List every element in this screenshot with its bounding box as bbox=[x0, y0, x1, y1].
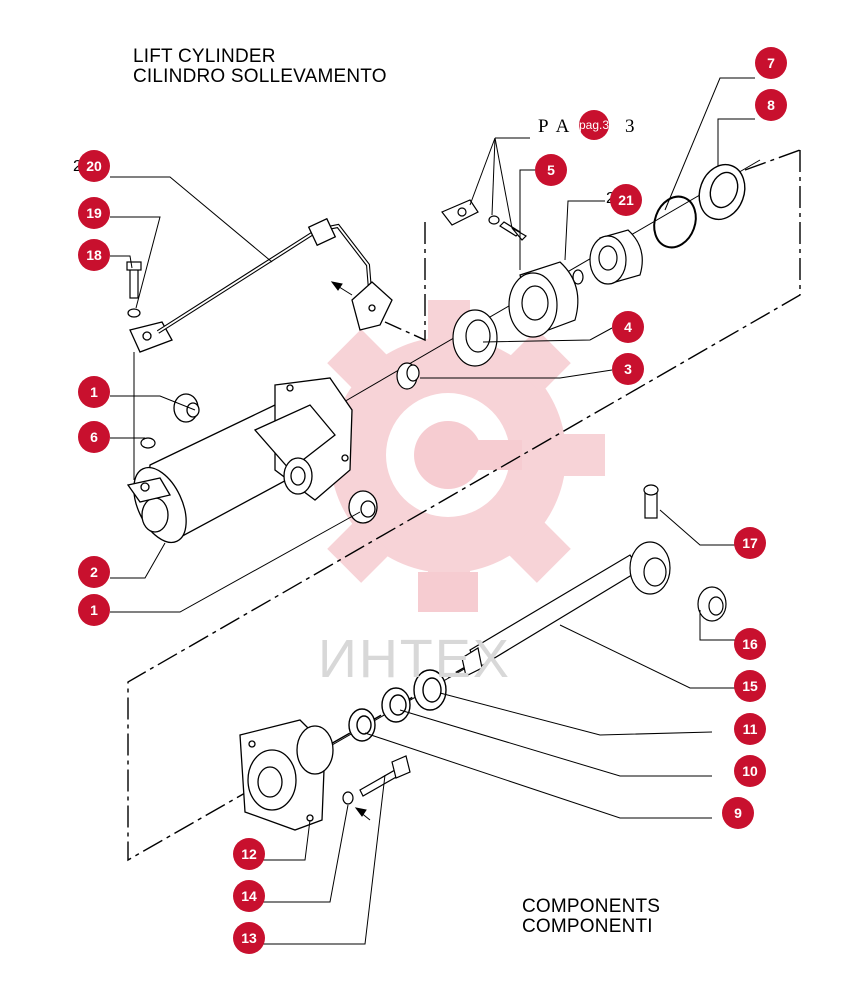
callout-6[interactable]: 6 bbox=[78, 421, 110, 453]
callout-20-prefix: 2 bbox=[73, 158, 82, 176]
callout-11[interactable]: 11 bbox=[734, 713, 766, 745]
callout-18[interactable]: 18 bbox=[78, 239, 110, 271]
footer-title: COMPONENTS COMPONENTI bbox=[522, 897, 660, 937]
page-title: LIFT CYLINDER CILINDRO SOLLEVAMENTO bbox=[133, 47, 387, 87]
callout-8[interactable]: 8 bbox=[755, 89, 787, 121]
callout-3[interactable]: 3 bbox=[612, 353, 644, 385]
callout-1-upper[interactable]: 1 bbox=[78, 376, 110, 408]
callout-1-lower[interactable]: 1 bbox=[78, 594, 110, 626]
title-line-1: LIFT CYLINDER bbox=[133, 46, 276, 67]
page-ref-badge[interactable]: pag.3 bbox=[579, 110, 609, 140]
callout-15[interactable]: 15 bbox=[734, 670, 766, 702]
callout-16[interactable]: 16 bbox=[734, 628, 766, 660]
page-ref-prefix: P A bbox=[538, 116, 572, 137]
callout-10[interactable]: 10 bbox=[734, 755, 766, 787]
callout-5[interactable]: 5 bbox=[535, 154, 567, 186]
footer-line-2: COMPONENTI bbox=[522, 916, 653, 937]
footer-line-1: COMPONENTS bbox=[522, 896, 661, 917]
callout-20[interactable]: 20 bbox=[78, 150, 110, 182]
callout-12[interactable]: 12 bbox=[233, 838, 265, 870]
watermark-text: ИНТЕХ bbox=[318, 629, 511, 689]
callout-13[interactable]: 13 bbox=[233, 922, 265, 954]
callout-21[interactable]: 21 bbox=[610, 184, 642, 216]
callout-9[interactable]: 9 bbox=[722, 797, 754, 829]
callout-19[interactable]: 19 bbox=[78, 197, 110, 229]
callout-14[interactable]: 14 bbox=[233, 880, 265, 912]
callout-17[interactable]: 17 bbox=[734, 527, 766, 559]
callout-7[interactable]: 7 bbox=[755, 47, 787, 79]
title-line-2: CILINDRO SOLLEVAMENTO bbox=[133, 66, 387, 87]
page-ref-suffix: 3 bbox=[625, 116, 635, 137]
callout-4[interactable]: 4 bbox=[612, 311, 644, 343]
callout-2[interactable]: 2 bbox=[78, 556, 110, 588]
